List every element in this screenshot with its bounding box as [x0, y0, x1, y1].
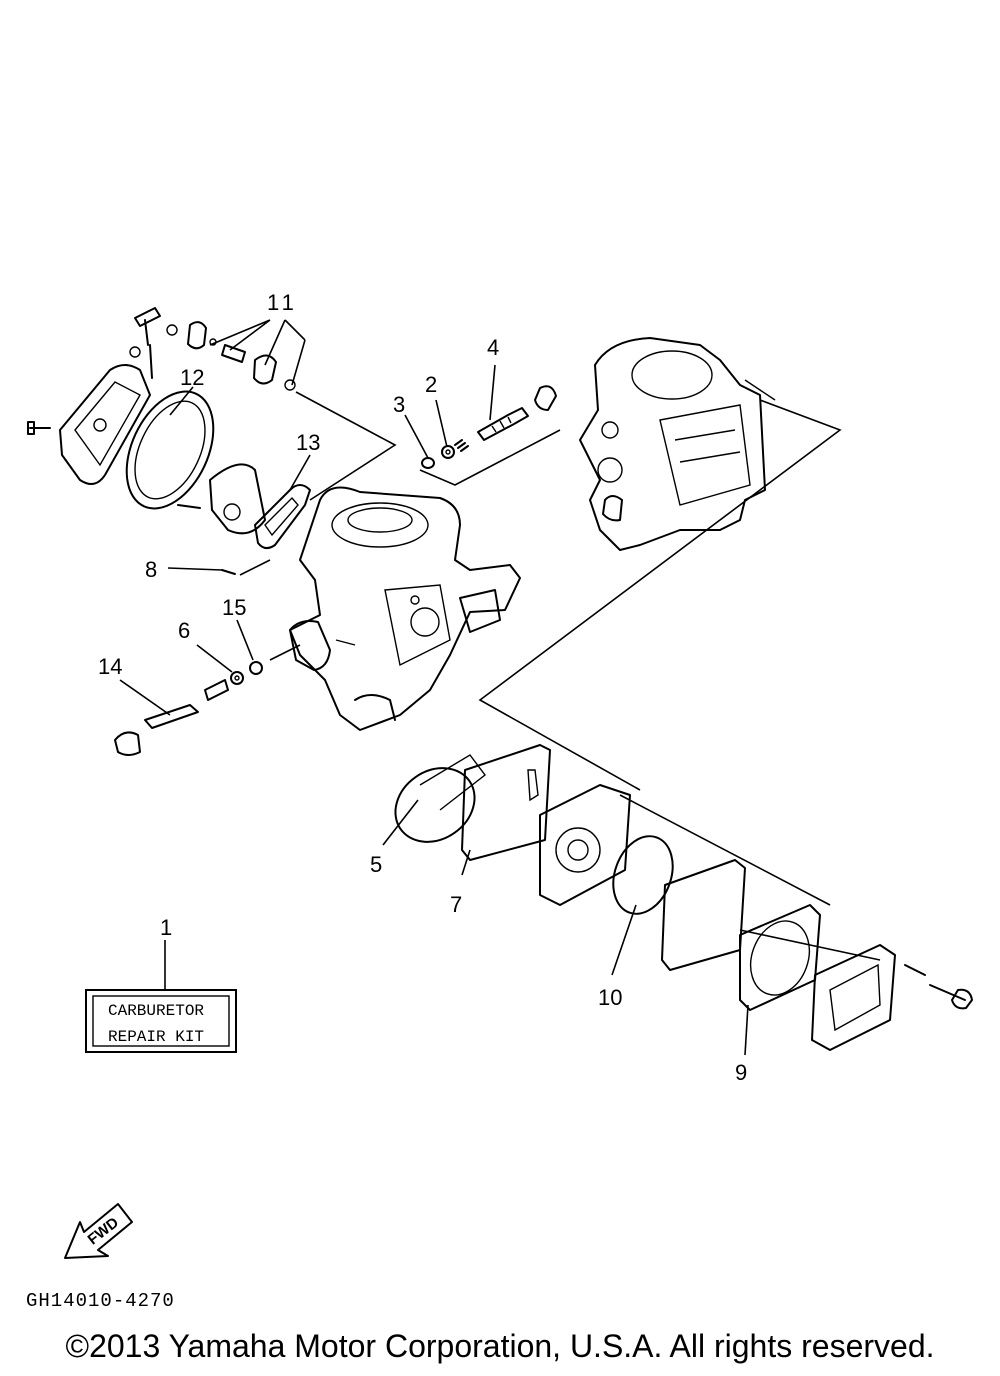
- diagram-code: GH14010-4270: [26, 1290, 175, 1312]
- fwd-arrow-icon: FWD: [64, 1203, 133, 1259]
- callout-label-6: 6: [178, 618, 190, 643]
- callout-label-5: 5: [370, 852, 382, 877]
- callout-label-2: 2: [425, 372, 437, 397]
- pump-body-lower: [539, 784, 631, 906]
- diaphragm-10: [612, 835, 674, 915]
- small-parts-11: [129, 307, 296, 391]
- screw-8: [221, 569, 236, 575]
- callout-label-14: 14: [98, 654, 122, 679]
- bolt-lower-right: [904, 964, 973, 1010]
- cover-plate-upper-left: [59, 364, 151, 485]
- spring-6: [204, 679, 229, 701]
- washer-2: [441, 445, 455, 459]
- oring-3: [421, 457, 435, 469]
- callout-label-3: 3: [393, 392, 405, 417]
- callout-label-8: 8: [145, 557, 157, 582]
- callout-label-12: 12: [180, 365, 204, 390]
- callout-label-7: 7: [450, 892, 462, 917]
- pump-body: [209, 463, 266, 535]
- carburetor-secondary: [579, 337, 776, 551]
- repair-kit-line1: CARBURETOR: [108, 1002, 204, 1020]
- gasket-7: [461, 744, 551, 861]
- gasket-9: [739, 904, 821, 1011]
- diaphragm-5: [394, 754, 486, 843]
- copyright-notice: ©2013 Yamaha Motor Corporation, U.S.A. A…: [65, 1328, 935, 1364]
- assembly-lines: [239, 391, 881, 961]
- carburetor-main: [289, 486, 521, 731]
- callout-leaders: [119, 319, 749, 1056]
- pilot-screw-4: [477, 385, 557, 441]
- screw-185: [177, 504, 201, 509]
- screw-upper-left: [27, 421, 51, 435]
- callout-label-9: 9: [735, 1060, 747, 1085]
- callout-label-11: 11: [267, 290, 298, 315]
- callout-label-1: 1: [160, 915, 172, 940]
- washer-6: [230, 671, 244, 685]
- repair-kit-box: CARBURETOR REPAIR KIT: [85, 989, 237, 1053]
- spring-456: [454, 439, 469, 452]
- callout-label-15: 15: [222, 595, 246, 620]
- callout-label-13: 13: [296, 430, 320, 455]
- callout-label-10: 10: [598, 985, 622, 1010]
- callout-label-4: 4: [487, 335, 499, 360]
- oring-15: [249, 661, 263, 675]
- cover-lower-right: [811, 944, 896, 1051]
- repair-kit-line2: REPAIR KIT: [108, 1028, 204, 1046]
- fwd-label: FWD: [85, 1214, 123, 1249]
- gasket-13: [254, 484, 311, 549]
- gasket-lower: [661, 859, 746, 971]
- diaphragm-12: [125, 390, 215, 510]
- idle-screw-14: [114, 704, 199, 756]
